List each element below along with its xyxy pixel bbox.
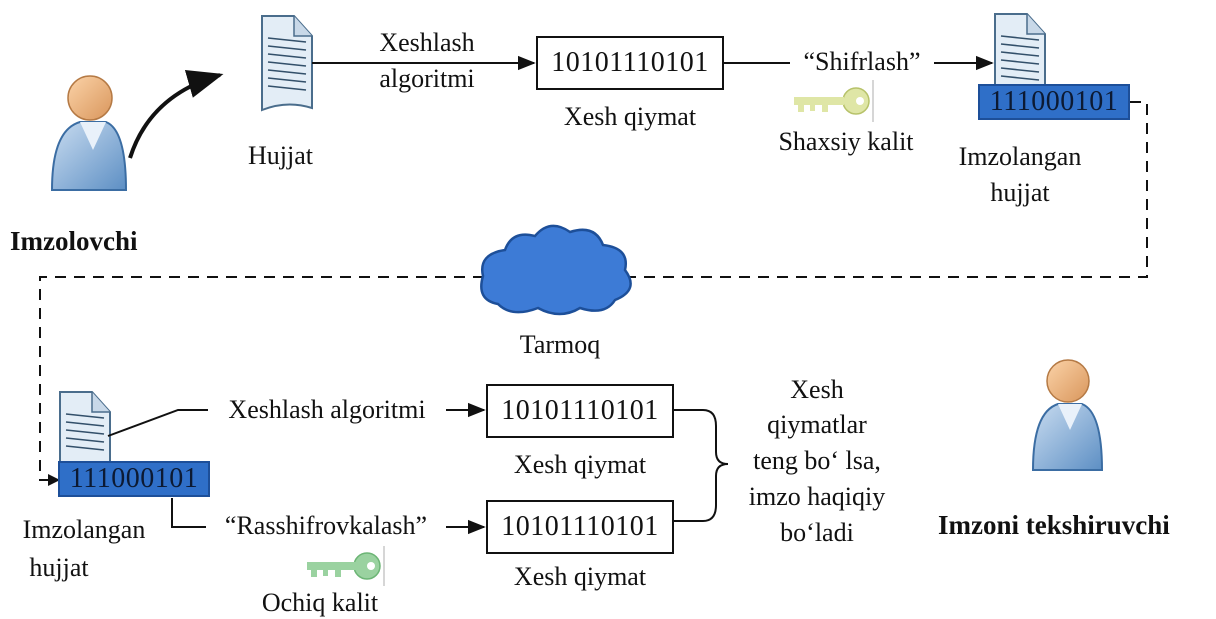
- signature-value-bottom: 111000101: [58, 461, 210, 497]
- signature-value-top: 111000101: [978, 84, 1130, 120]
- received-signed-document-label-line2: hujjat: [29, 553, 89, 582]
- hash-algorithm-label-line1: Xeshlash: [379, 28, 475, 57]
- public-key-label: Ochiq kalit: [261, 588, 379, 617]
- bottom-hash-algorithm-label: Xeshlash algoritmi: [228, 395, 426, 424]
- received-document-icon: [59, 391, 111, 463]
- signer-to-document-arrow: [128, 70, 224, 159]
- document-icon: [261, 15, 313, 112]
- hash-value-label-1: Xesh qiymat: [513, 450, 647, 479]
- public-key-icon: [307, 546, 385, 586]
- encrypt-label: “Shifrlash”: [803, 47, 921, 76]
- verifier-label: Imzoni tekshiruvchi: [938, 510, 1170, 540]
- conclusion-line3: teng bo‘ lsa,: [753, 446, 881, 475]
- hash-value-box-1: 10101110101: [486, 384, 674, 438]
- document-to-hash-line: [107, 409, 208, 437]
- conclusion-line4: imzo haqiqiy: [748, 482, 886, 511]
- conclusion-line2: qiymatlar: [767, 410, 867, 439]
- signer-person-icon: [50, 75, 128, 191]
- verifier-person-icon: [1031, 359, 1104, 471]
- conclusion-line1: Xesh: [790, 375, 844, 404]
- signer-label: Imzolovchi: [10, 226, 138, 256]
- signature-to-decrypt-line: [171, 498, 206, 528]
- decrypt-label: “Rasshifrovkalash”: [224, 511, 428, 540]
- hash-value-label-2: Xesh qiymat: [513, 562, 647, 591]
- comparison-brace: [673, 409, 729, 522]
- received-signed-document-label-line1: Imzolangan: [22, 515, 146, 544]
- network-label: Tarmoq: [519, 330, 601, 359]
- document-label: Hujjat: [248, 141, 313, 170]
- private-key-icon: [794, 80, 874, 122]
- hash-value-box-2: 10101110101: [486, 500, 674, 554]
- signed-document-label-line2: hujjat: [990, 178, 1050, 207]
- private-key-label: Shaxsiy kalit: [778, 127, 914, 156]
- network-cloud-icon: [480, 224, 632, 316]
- conclusion-line5: bo‘ladi: [780, 518, 854, 547]
- signed-document-icon: [994, 13, 1046, 101]
- hash-value-label: Xesh qiymat: [563, 102, 697, 131]
- signed-document-label-line1: Imzolangan: [958, 142, 1082, 171]
- hash-algorithm-label-line2: algoritmi: [379, 64, 475, 93]
- hash-value-box: 10101110101: [536, 36, 724, 90]
